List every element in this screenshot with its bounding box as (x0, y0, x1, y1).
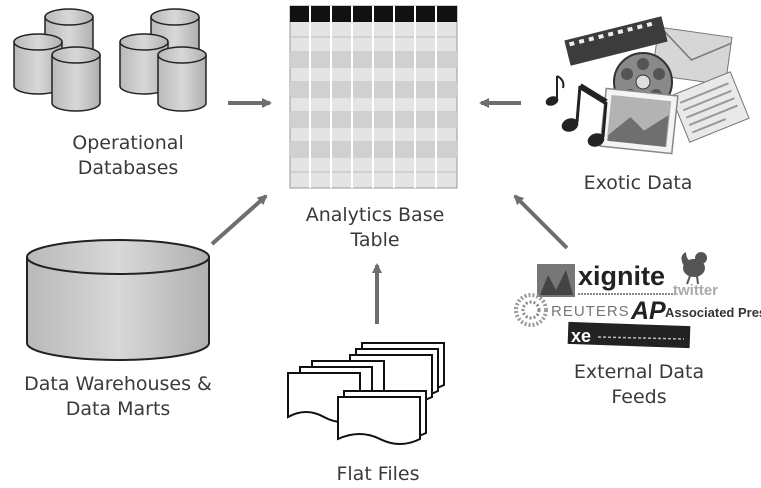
analytics-base-table-icon (289, 5, 458, 189)
external-data-feeds-label-line1: External Data (573, 361, 705, 383)
operational-databases-label-line2: Databases (77, 157, 179, 179)
flat-files-label: Flat Files (318, 462, 438, 487)
exotic-data-label: Exotic Data (568, 171, 708, 196)
analytics-base-table-label-line2: Table (350, 229, 400, 251)
exotic-data-media-icon (545, 16, 750, 155)
data-warehouses-label-line1: Data Warehouses & (24, 373, 212, 395)
external-data-feeds-label: External Data Feeds (564, 360, 714, 410)
envelope-icon (651, 26, 733, 86)
operational-databases-label: Operational Databases (48, 131, 208, 181)
data-warehouse-icon (26, 239, 210, 361)
reuters-logo-icon (514, 293, 548, 327)
photo-icon (599, 87, 679, 155)
twitter-bird-icon (681, 252, 707, 285)
reuters-logo-text: REUTERS (551, 303, 630, 320)
film-strip-icon (564, 16, 668, 66)
data-warehouses-label: Data Warehouses & Data Marts (3, 372, 233, 422)
newspaper-icon (670, 71, 750, 143)
analytics-base-table-label: Analytics Base Table (295, 203, 455, 253)
ap-logo-text: AP (630, 297, 666, 325)
external-feed-logos: xignite twitter REUTERS AP Associated Pr… (514, 252, 761, 349)
data-warehouses-label-line2: Data Marts (65, 398, 171, 420)
exotic-data-label-line1: Exotic Data (583, 172, 693, 194)
flat-files-label-line1: Flat Files (336, 463, 420, 485)
xe-logo-text: xe (571, 326, 591, 346)
analytics-base-table-label-line1: Analytics Base (305, 204, 445, 226)
edge-external-to-abt (513, 194, 569, 250)
music-note-icon (545, 75, 608, 147)
edge-arrows (210, 98, 569, 324)
edge-warehouse-to-abt (210, 194, 268, 246)
operational-databases-label-line1: Operational (72, 132, 184, 154)
xe-logo-banner (567, 321, 691, 349)
flat-files-icon (287, 342, 445, 445)
external-data-feeds-label-line2: Feeds (611, 386, 667, 408)
twitter-logo-text: twitter (673, 282, 718, 299)
operational-databases-icon (13, 8, 207, 112)
xignite-logo-text: xignite (578, 261, 665, 291)
associated-press-logo-text: Associated Press (665, 305, 761, 320)
